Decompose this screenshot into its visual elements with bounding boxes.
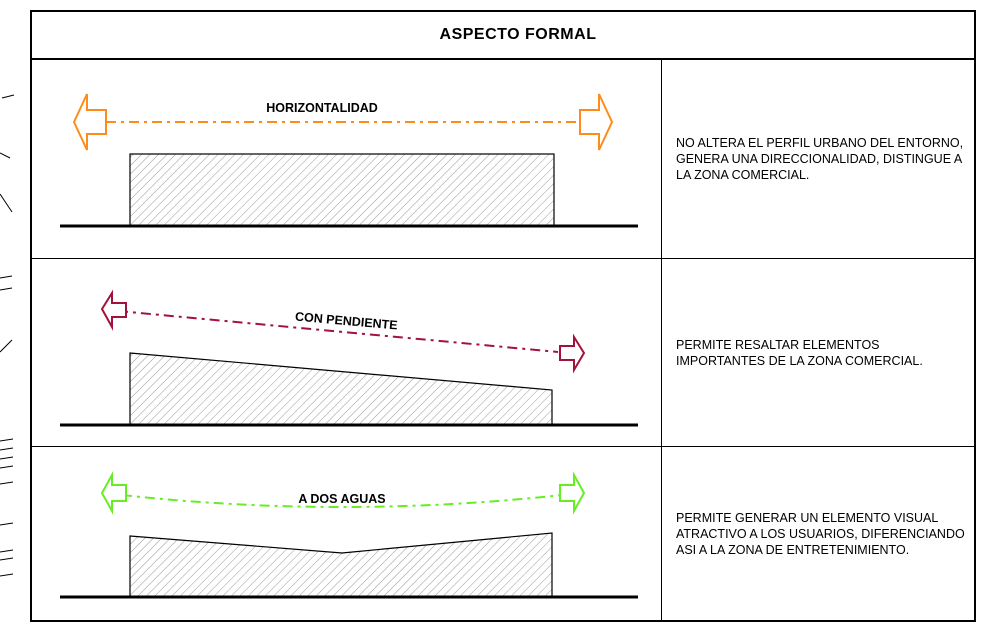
arrow-right-icon xyxy=(579,93,614,151)
a-dos-aguas-drawing: A DOS AGUAS xyxy=(60,471,638,599)
con-pendiente-drawing: CON PENDIENTE xyxy=(60,289,638,427)
horizontalidad-drawing: HORIZONTALIDAD xyxy=(60,93,638,228)
description-cell: PERMITE RESALTAR ELEMENTOS IMPORTANTES D… xyxy=(676,259,966,446)
table-title: ASPECTO FORMAL xyxy=(439,26,597,43)
description-con-pendiente: PERMITE RESALTAR ELEMENTOS IMPORTANTES D… xyxy=(676,337,923,368)
building-block xyxy=(129,352,553,426)
drawing-cell: A DOS AGUAS xyxy=(32,447,662,620)
description-a-dos-aguas: PERMITE GENERAR UN ELEMENTO VISUAL ATRAC… xyxy=(676,510,965,557)
arrow-left-icon xyxy=(100,471,127,515)
direction-line xyxy=(117,310,559,353)
description-cell: PERMITE GENERAR UN ELEMENTO VISUAL ATRAC… xyxy=(676,447,966,620)
table-header: ASPECTO FORMAL xyxy=(32,12,974,60)
aspecto-formal-table: ASPECTO FORMAL HORIZONTALIDAD NO ALTERA … xyxy=(30,10,976,622)
label-horizontalidad: HORIZONTALIDAD xyxy=(266,101,378,115)
building-block xyxy=(129,532,553,598)
drawing-cell: CON PENDIENTE xyxy=(32,259,662,446)
description-horizontalidad: NO ALTERA EL PERFIL URBANO DEL ENTORNO, … xyxy=(676,136,964,182)
row-horizontalidad: HORIZONTALIDAD NO ALTERA EL PERFIL URBAN… xyxy=(32,60,974,259)
building-block xyxy=(129,153,555,227)
arrow-right-icon xyxy=(559,333,586,374)
description-cell: NO ALTERA EL PERFIL URBANO DEL ENTORNO, … xyxy=(676,60,966,258)
edge-sketch-marks xyxy=(0,94,15,577)
label-a-dos-aguas: A DOS AGUAS xyxy=(298,492,385,506)
row-a-dos-aguas: A DOS AGUAS PERMITE GENERAR UN ELEMENTO … xyxy=(32,447,974,620)
row-con-pendiente: CON PENDIENTE PERMITE RESALTAR ELEMENTOS… xyxy=(32,259,974,447)
drawing-cell: HORIZONTALIDAD xyxy=(32,60,662,258)
arrow-left-icon xyxy=(100,289,127,331)
arrow-left-icon xyxy=(72,93,107,151)
arrow-right-icon xyxy=(559,471,586,515)
